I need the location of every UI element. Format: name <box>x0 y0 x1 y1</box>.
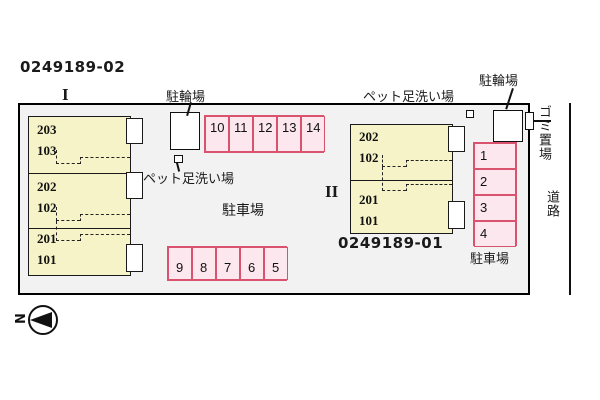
parking-stall[interactable]: 3 <box>474 195 516 221</box>
parking-stall[interactable]: 8 <box>192 247 216 280</box>
balcony <box>126 172 143 199</box>
left-building-code: 0249189-02 <box>20 58 126 76</box>
parking-stall[interactable]: 13 <box>277 116 301 152</box>
trash-area-label: ゴミ置場 <box>536 105 551 161</box>
right-building-code: 0249189-01 <box>338 234 444 252</box>
compass-north-needle-icon <box>30 312 52 328</box>
parking-row-bottom: 9 8 7 6 5 <box>167 246 288 281</box>
unit-label-upper: 201 <box>359 192 379 207</box>
right-building-marker: II <box>325 182 339 201</box>
left-building-marker: I <box>62 85 69 104</box>
partition-line <box>406 160 407 167</box>
building-two: 202 102 201 101 <box>350 124 453 234</box>
parking-stall-number: 14 <box>306 120 321 135</box>
unit-label-lower: 102 <box>37 200 57 215</box>
partition-line <box>382 190 406 191</box>
parking-stall[interactable]: 7 <box>216 247 240 280</box>
parking-stall[interactable]: 1 <box>474 143 516 169</box>
balcony <box>126 244 143 272</box>
partition-line <box>56 207 57 221</box>
parking-stall-number: 7 <box>224 260 232 275</box>
pet-wash-label-right: ペット足洗い場 <box>363 90 455 105</box>
partition-line <box>56 220 80 221</box>
partition-line <box>406 184 407 191</box>
bike-parking-area-left <box>170 112 200 150</box>
parking-lot-label-center: 駐車場 <box>222 203 264 219</box>
parking-stall[interactable]: 6 <box>240 247 264 280</box>
partition-line <box>56 150 57 164</box>
compass-north-label: N <box>13 313 29 324</box>
partition-line <box>382 166 406 167</box>
pet-wash-label-left: ペット足洗い場 <box>143 172 235 187</box>
unit-201-101: 201 101 <box>29 229 130 277</box>
partition-line <box>80 214 130 215</box>
parking-stall[interactable]: 11 <box>229 116 253 152</box>
partition-line <box>56 163 80 164</box>
trash-area-box <box>525 112 534 130</box>
leader-line <box>534 120 551 122</box>
parking-stall-number: 2 <box>480 174 488 189</box>
unit-label-lower: 101 <box>37 252 57 267</box>
bike-parking-label-right: 駐輪場 <box>479 74 519 89</box>
balcony <box>448 126 465 152</box>
parking-stall-number: 5 <box>272 260 280 275</box>
partition-line <box>406 160 452 161</box>
balcony <box>448 201 465 229</box>
unit-203-103: 203 103 <box>29 117 130 174</box>
partition-line <box>406 184 452 185</box>
parking-stall[interactable]: 9 <box>168 247 192 280</box>
balcony <box>126 118 143 144</box>
parking-stall-number: 3 <box>480 200 488 215</box>
parking-stall[interactable]: 2 <box>474 169 516 195</box>
partition-line <box>382 167 383 191</box>
unit-202-102: 202 102 <box>351 125 452 181</box>
partition-line <box>56 221 57 241</box>
parking-stall-number: 9 <box>176 260 184 275</box>
unit-label-upper: 201 <box>37 231 57 246</box>
unit-label-lower: 102 <box>359 150 379 165</box>
parking-stall-number: 6 <box>248 260 256 275</box>
partition-line <box>80 157 130 158</box>
bike-parking-label-left: 駐輪場 <box>166 90 206 105</box>
parking-stall[interactable]: 12 <box>253 116 277 152</box>
parking-stall-number: 13 <box>282 120 297 135</box>
pet-wash-marker-right <box>466 110 474 118</box>
parking-stall-number: 11 <box>234 120 248 135</box>
parking-lot-label-right: 駐車場 <box>470 252 510 267</box>
unit-label-upper: 202 <box>37 179 57 194</box>
parking-stall[interactable]: 5 <box>264 247 288 280</box>
road-label: 道路 <box>544 190 559 218</box>
partition-line <box>80 214 81 221</box>
unit-label-upper: 202 <box>359 129 379 144</box>
unit-201-101: 201 101 <box>351 181 452 235</box>
parking-stall-number: 10 <box>210 120 225 135</box>
parking-stall-number: 8 <box>200 260 208 275</box>
parking-stall-number: 4 <box>480 226 488 241</box>
unit-label-lower: 103 <box>37 143 57 158</box>
partition-line <box>56 240 80 241</box>
partition-line <box>80 234 130 235</box>
building-one: 203 103 202 102 201 101 <box>28 116 131 276</box>
parking-stall-number: 12 <box>258 120 273 135</box>
unit-202-102: 202 102 <box>29 174 130 229</box>
parking-stall[interactable]: 4 <box>474 221 516 247</box>
partition-line <box>80 157 81 164</box>
bike-parking-area-right <box>493 110 523 142</box>
pet-wash-marker-left <box>174 155 183 163</box>
partition-line <box>382 155 383 167</box>
unit-label-lower: 101 <box>359 213 379 228</box>
unit-label-upper: 203 <box>37 122 57 137</box>
partition-line <box>80 234 81 241</box>
parking-column-right: 1 2 3 4 <box>473 142 517 247</box>
parking-stall[interactable]: 10 <box>205 116 229 152</box>
parking-row-top: 10 11 12 13 14 <box>204 115 325 153</box>
parking-stall[interactable]: 14 <box>301 116 325 152</box>
parking-stall-number: 1 <box>480 148 488 163</box>
road-boundary-line <box>569 103 571 295</box>
